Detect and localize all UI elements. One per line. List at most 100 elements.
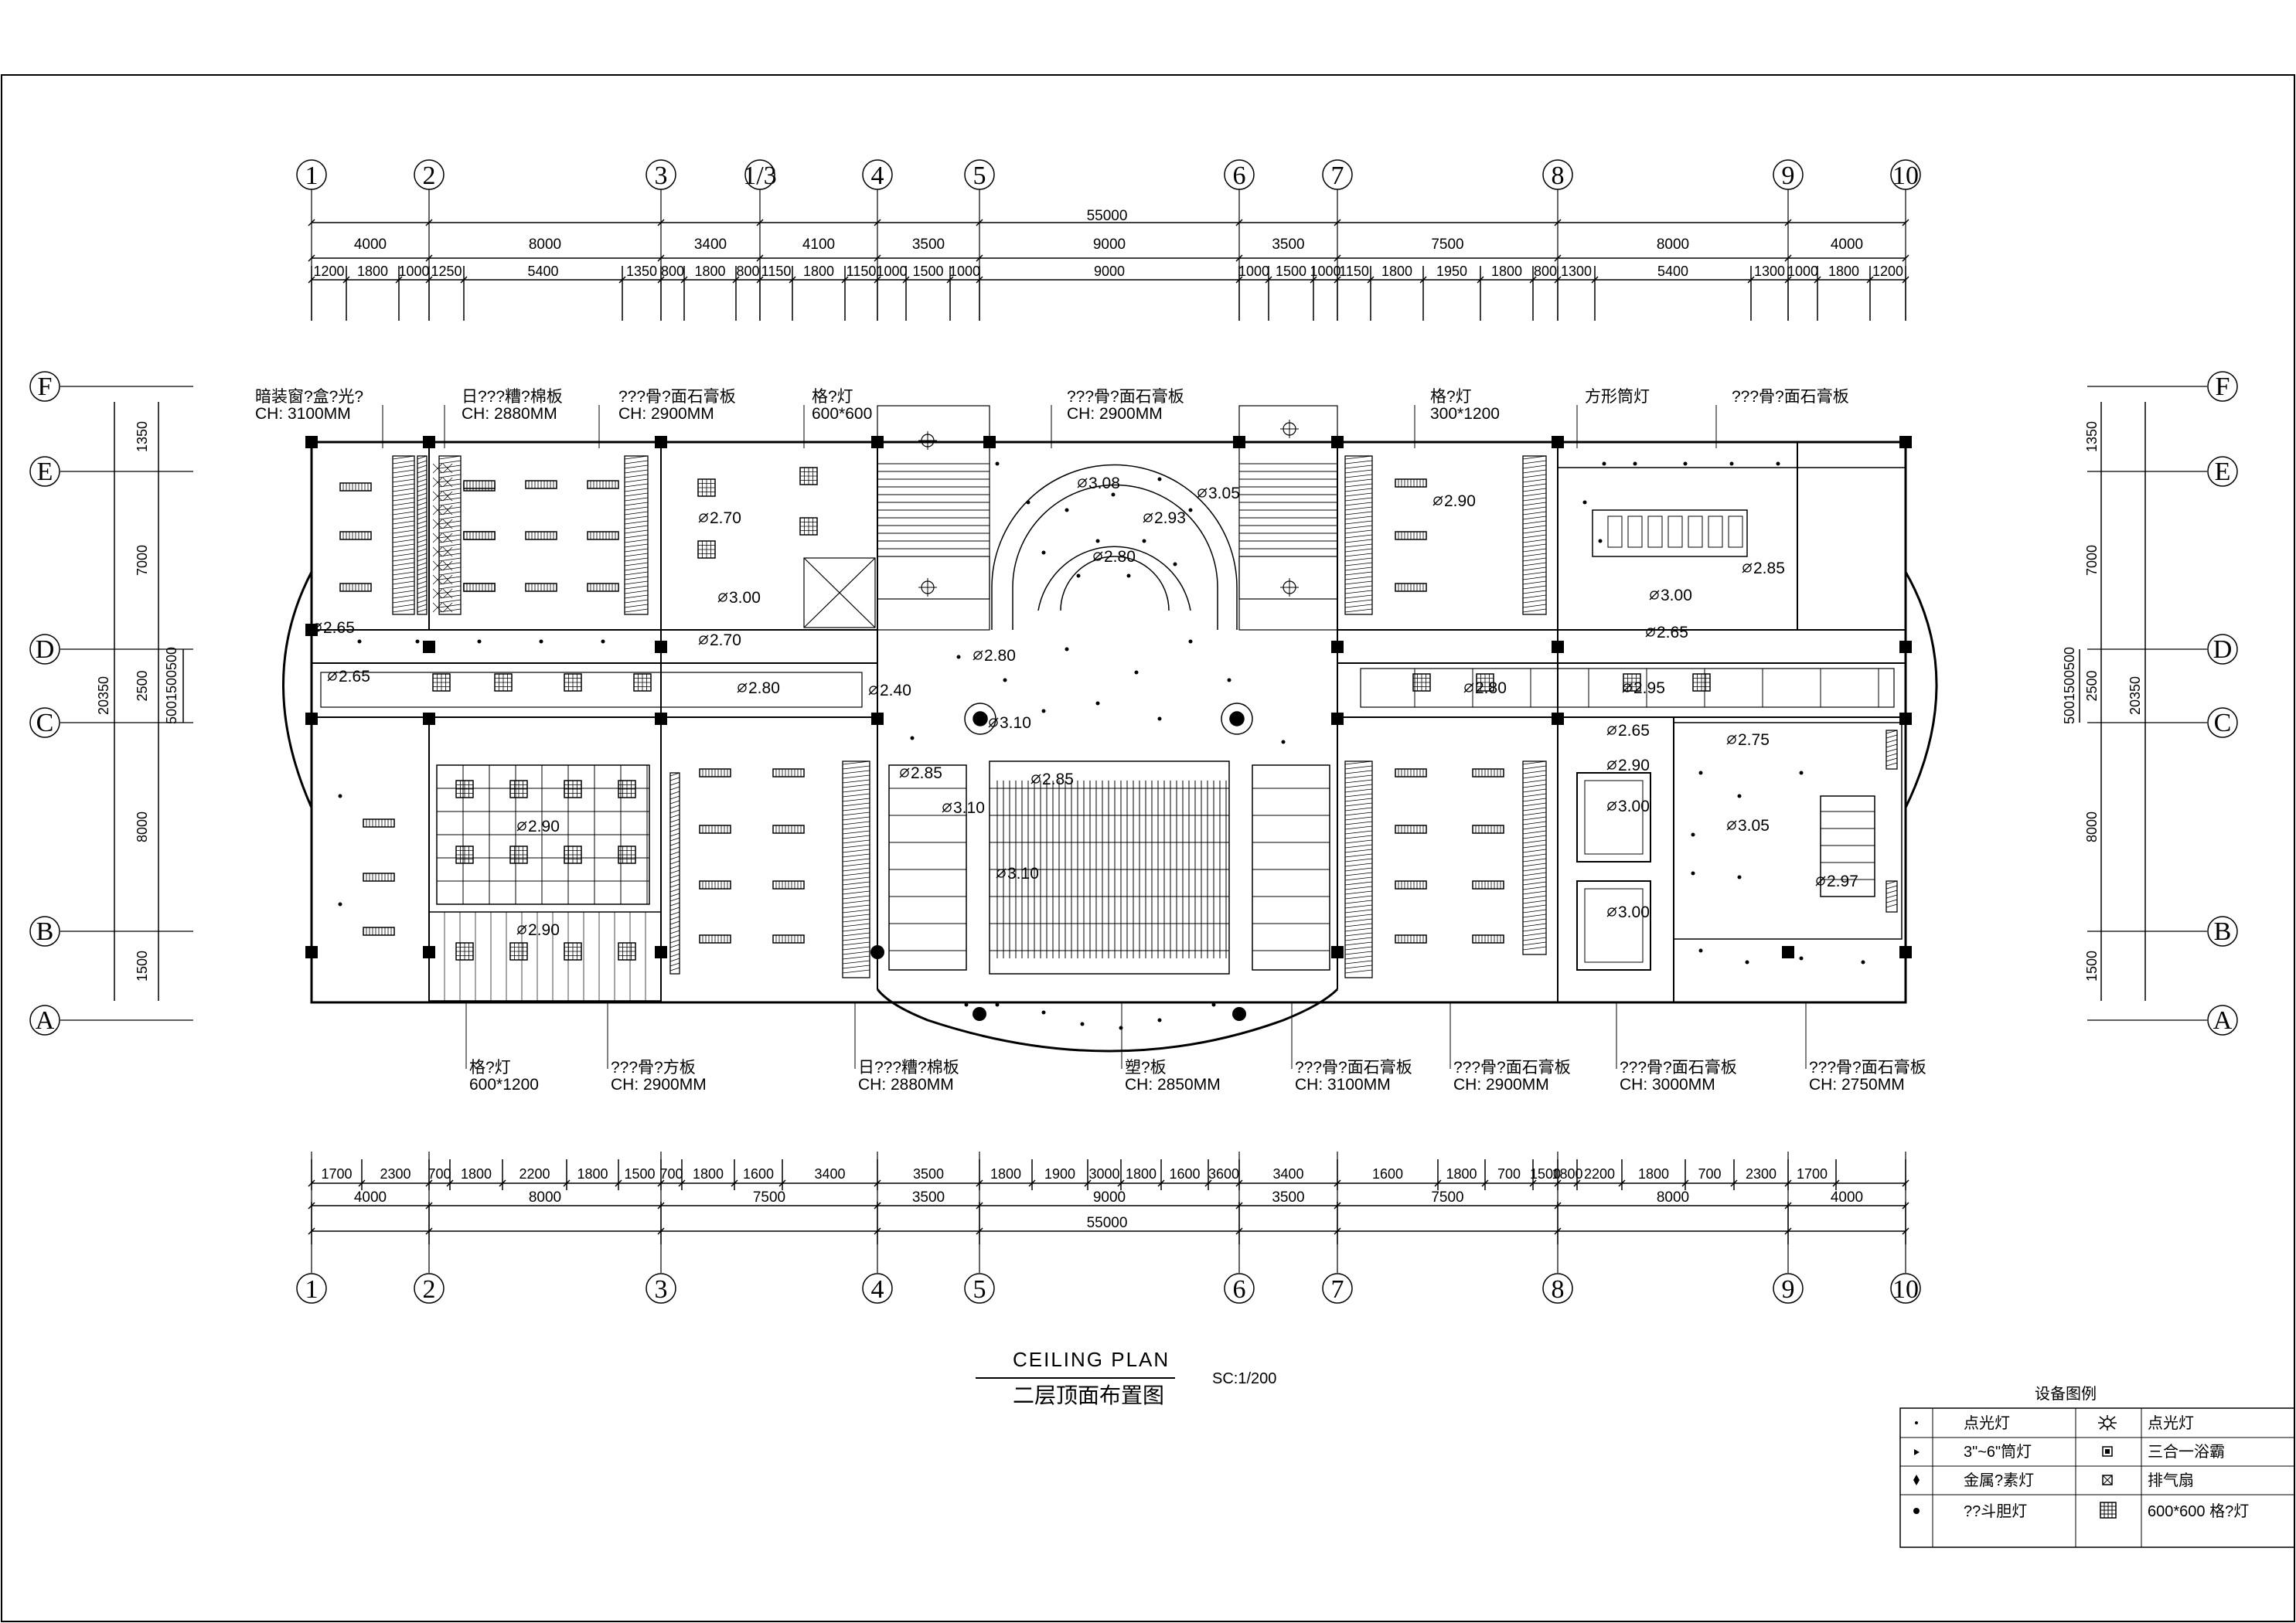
- elevation-marker-icon: [1727, 821, 1736, 830]
- ceiling-height-markers: 2.652.652.703.002.703.083.052.932.802.80…: [312, 475, 1858, 939]
- elevation-marker-icon: [517, 822, 526, 831]
- sheet-border: [1, 74, 2295, 1622]
- dim-top-primary-value: 4000: [354, 236, 387, 253]
- ceiling-label-name: 格?灯: [812, 388, 853, 406]
- downlight-dot-icon: [1698, 771, 1703, 775]
- downlight-dot-icon: [1026, 500, 1030, 505]
- side-dim-right: 1500: [2084, 951, 2100, 982]
- column-marker: [423, 641, 435, 653]
- ceiling-label-name: ???骨?面石膏板: [1809, 1059, 1926, 1077]
- hatched-soffit: [1522, 760, 1547, 955]
- dim-top-secondary-value: 1800: [694, 264, 725, 279]
- row-label-left: F: [38, 373, 53, 401]
- elevation-marker-icon: [1078, 478, 1087, 488]
- row-label-right: C: [2214, 709, 2232, 737]
- dim-bottom-secondary-value: 700: [659, 1166, 683, 1182]
- ceiling-height-value: 2.65: [323, 619, 355, 637]
- drawing-title-block: CEILING PLAN 二层顶面布置图 SC:1/200: [976, 1348, 1276, 1407]
- dimension-lines-top: [312, 222, 1906, 281]
- dim-top-secondary-value: 1500: [1276, 264, 1306, 279]
- column-label-bottom: 7: [1331, 1275, 1344, 1304]
- column-label-bottom: 4: [871, 1275, 884, 1304]
- dim-top-primary-value: 4100: [802, 236, 835, 253]
- column-marker: [1331, 641, 1344, 653]
- dim-bottom-secondary-value: 3600: [1208, 1166, 1239, 1182]
- elevation-marker-icon: [1607, 726, 1616, 735]
- downlight-dot-icon: [1188, 508, 1193, 512]
- side-dim-left: 7000: [135, 545, 150, 576]
- dim-top-secondary-value: 1800: [1828, 264, 1859, 279]
- dim-bottom-secondary-value: 1500: [624, 1166, 655, 1182]
- ceiling-height-value: 2.90: [1444, 492, 1476, 510]
- title-scale: SC:1/200: [1212, 1370, 1276, 1387]
- column-label-top: 9: [1782, 162, 1795, 190]
- downlight-dot-icon: [1698, 948, 1703, 953]
- downlight-dot-icon: [1227, 678, 1231, 682]
- column-marker: [1899, 946, 1912, 958]
- dim-bottom-secondary-value: 3400: [1272, 1166, 1303, 1182]
- legend-left-4: ??斗胆灯: [1964, 1502, 2027, 1520]
- dim-bottom-secondary-value: 2300: [380, 1166, 410, 1182]
- equipment-legend: 设备图例 点光灯 3"~6"筒灯 金属?素灯 ??斗胆灯 点光灯 三合一浴霸 排…: [1899, 1385, 2295, 1548]
- dim-top-primary-value: 9000: [1093, 236, 1126, 253]
- downlight-dot-icon: [1157, 716, 1162, 721]
- elevation-marker-icon: [989, 718, 998, 727]
- downlight-dot-icon: [995, 461, 1000, 466]
- row-reference-lines: [60, 386, 2207, 1021]
- dim-top-secondary-value: 1000: [876, 264, 907, 279]
- dim-top-primary-value: 3500: [1272, 236, 1304, 253]
- hatched-soffit: [842, 760, 870, 978]
- dim-top-secondary-value: 1150: [847, 264, 877, 279]
- column-marker: [1782, 946, 1794, 958]
- downlight-dot-icon: [1861, 960, 1865, 965]
- ceiling-label-height: CH: 3100MM: [255, 405, 351, 423]
- downlight-dot-icon: [1065, 647, 1069, 652]
- dim-bottom-secondary-value: 1800: [1126, 1166, 1157, 1182]
- column-marker: [305, 436, 318, 448]
- column-label-top: 6: [1233, 162, 1246, 190]
- dim-bottom-primary-value: 4000: [354, 1189, 387, 1206]
- dim-bottom-primary-value: 3500: [912, 1189, 945, 1206]
- dim-bottom-secondary-value: 1800: [693, 1166, 724, 1182]
- dim-top-secondary-value: 1800: [1491, 264, 1522, 279]
- legend-right-4: 600*600 格?灯: [2148, 1502, 2249, 1520]
- downlight-dot-icon: [1003, 678, 1007, 682]
- ceiling-label-height: CH: 2850MM: [1125, 1076, 1221, 1094]
- elevation-marker-icon: [1464, 683, 1473, 692]
- column-marker: [423, 713, 435, 725]
- downlight-dot-icon: [1142, 539, 1146, 543]
- downlight-dot-icon: [1041, 550, 1046, 555]
- dim-bottom-secondary-value: 1900: [1044, 1166, 1075, 1182]
- stair-left-treads: [877, 420, 1299, 597]
- ceiling-label-name: 日???糟?棉板: [858, 1059, 959, 1077]
- row-bubble-right: [2207, 707, 2238, 738]
- elevation-marker-icon: [942, 803, 952, 812]
- row-bubble-right: [2207, 1005, 2238, 1036]
- elevation-marker-icon: [973, 651, 983, 660]
- ceiling-label-height: CH: 2880MM: [858, 1076, 954, 1094]
- side-dim-right: 8000: [2084, 812, 2100, 842]
- downlight-dot-icon: [1691, 871, 1695, 876]
- side-dim-right: 7000: [2084, 545, 2100, 576]
- central-stage-ceiling: [888, 760, 1330, 975]
- row-label-right: D: [2213, 635, 2233, 664]
- row-label-right: F: [2216, 373, 2230, 401]
- downlight-dot-icon: [1065, 508, 1069, 512]
- column-bubble-bottom: [1890, 1273, 1921, 1304]
- title-english: CEILING PLAN: [1013, 1348, 1170, 1371]
- column-marker: [1552, 641, 1564, 653]
- column-marker: [1233, 436, 1245, 448]
- ceiling-label-height: 600*600: [812, 405, 872, 423]
- downlight-dot-icon: [357, 639, 362, 644]
- ceiling-height-value: 3.10: [1000, 714, 1031, 732]
- dimension-lines-bottom: [312, 1182, 1906, 1232]
- dim-bottom-secondary-value: 700: [1698, 1166, 1721, 1182]
- ceiling-label-height: CH: 2750MM: [1809, 1076, 1905, 1094]
- ceiling-height-value: 2.65: [339, 668, 370, 686]
- row-label-right: B: [2214, 917, 2232, 946]
- dim-top-secondary-value: 9000: [1094, 264, 1125, 279]
- dim-top-secondary-value: 1150: [1339, 264, 1369, 279]
- ceiling-height-value: 3.10: [1007, 865, 1039, 883]
